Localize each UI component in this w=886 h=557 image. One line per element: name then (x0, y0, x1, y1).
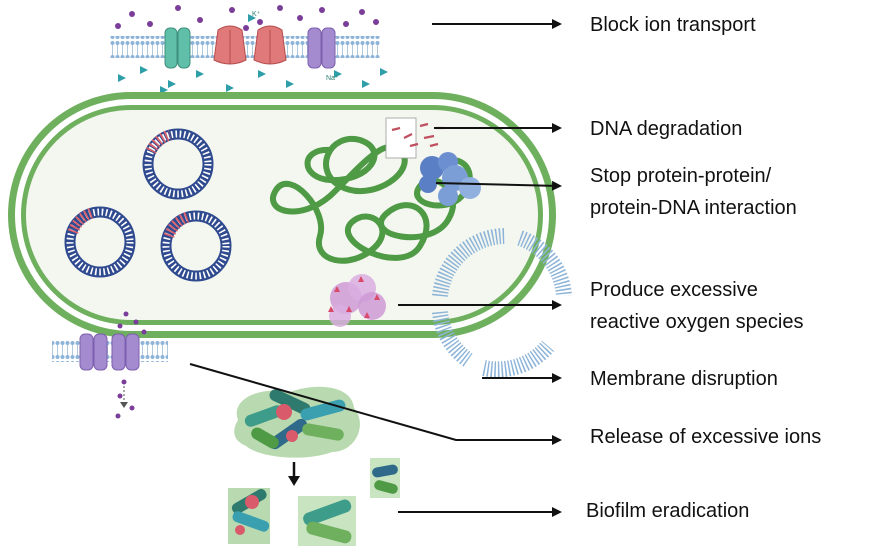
label-stop-interaction-line1: Stop protein-protein/ (590, 165, 772, 187)
ros-cluster (328, 274, 386, 327)
potassium-label: K⁺ (252, 11, 261, 18)
arrow-stop-interaction (435, 180, 562, 191)
label-ros-line2: reactive oxygen species (590, 311, 803, 333)
label-release-ions: Release of excessive ions (590, 426, 821, 448)
arrows (189, 19, 562, 517)
disrupted-membrane (432, 227, 572, 378)
arrow-release-ions (189, 363, 562, 445)
sodium-label: Na⁺ (326, 75, 339, 82)
label-stop-interaction-line2: protein-DNA interaction (590, 197, 797, 219)
biofilm-fragment-1 (228, 488, 270, 544)
plasmid-1 (142, 128, 214, 200)
label-biofilm-eradication: Biofilm eradication (586, 500, 749, 522)
bottom-purple-channels (79, 333, 140, 371)
label-dna-degradation: DNA degradation (590, 118, 742, 140)
biofilm-fragment-2 (298, 496, 356, 546)
top-ion-dots (115, 5, 379, 31)
red-ion-channel-1 (213, 25, 247, 65)
label-block-ion-transport: Block ion transport (590, 14, 756, 36)
bottom-membrane (52, 340, 168, 362)
biofilm-down-arrow (288, 462, 300, 486)
chromosome-dna (270, 135, 473, 264)
bottom-dotted-arrow (120, 386, 128, 408)
purple-ion-channel (307, 27, 336, 69)
label-membrane-disruption: Membrane disruption (590, 368, 778, 390)
bottom-ion-dots (115, 311, 147, 419)
dna-fragments (385, 117, 444, 159)
biofilm-fragment-3 (370, 458, 400, 498)
biofilm-intact (234, 386, 360, 458)
plasmid-3 (160, 210, 232, 282)
label-ros-line1: Produce excessive (590, 279, 758, 301)
plasmid-2 (64, 206, 136, 278)
protein-complex (419, 152, 481, 206)
red-ion-channel-2 (253, 25, 287, 65)
teal-ion-channel (164, 27, 191, 69)
